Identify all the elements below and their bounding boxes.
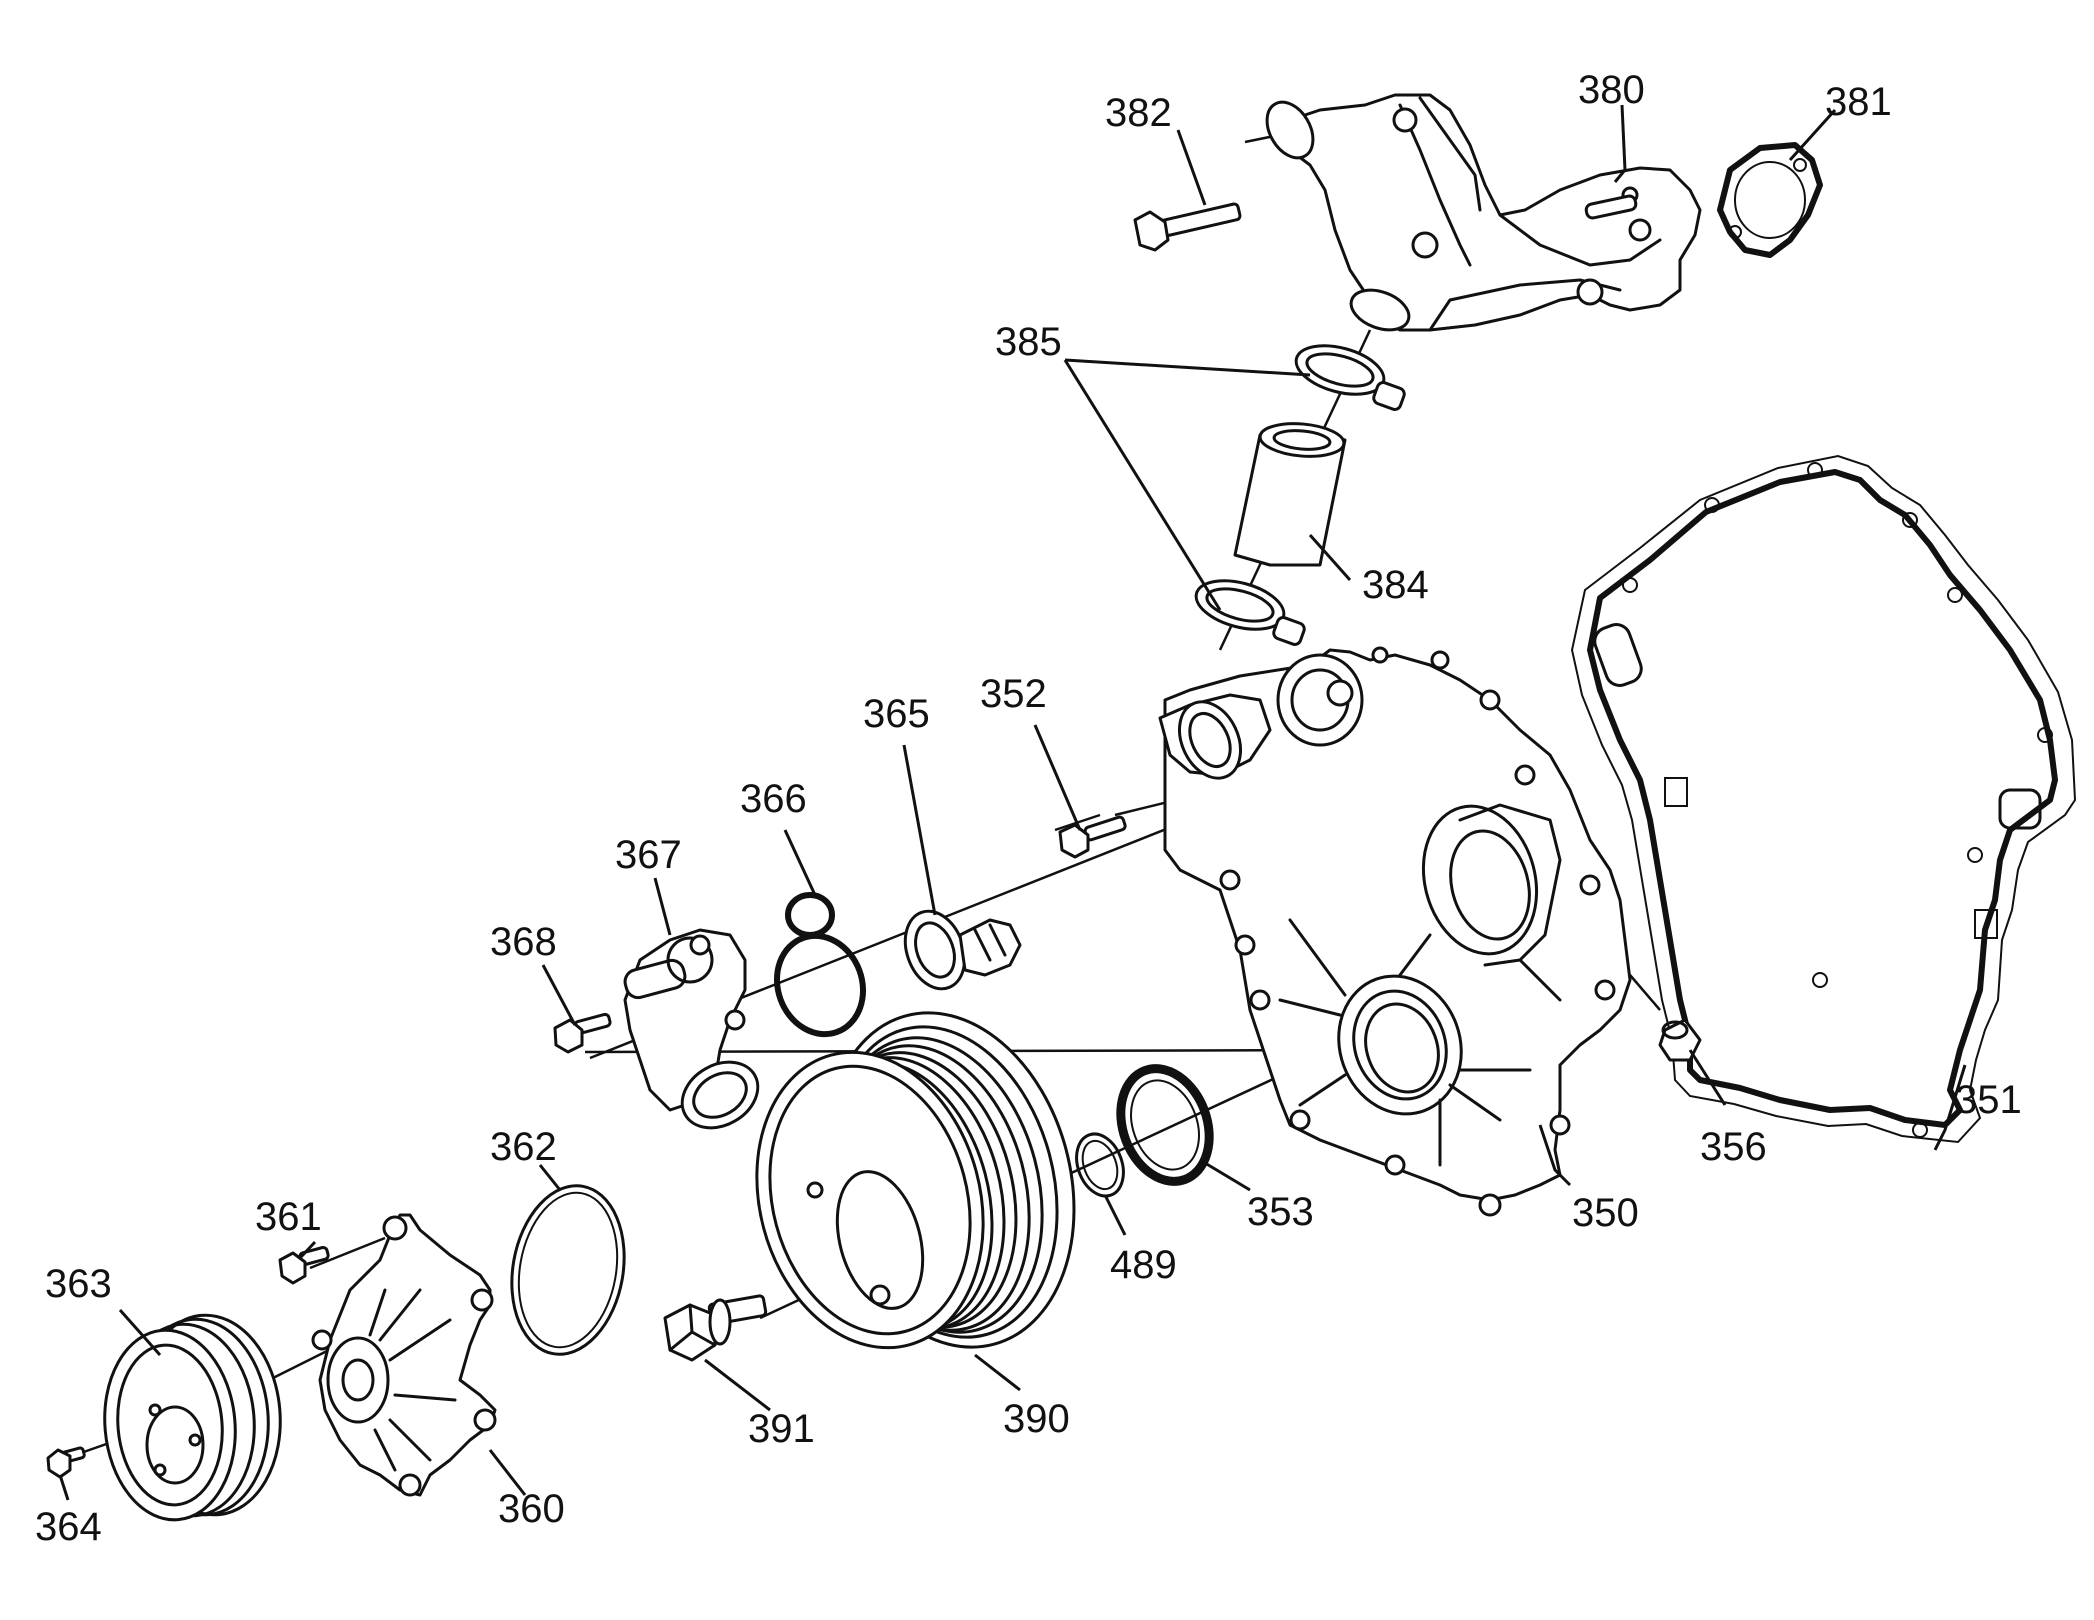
water-pump-pulley [103,1313,282,1522]
callout-350: 350 [1572,1191,1639,1235]
crossover-gasket [1717,142,1823,258]
callout-363: 363 [45,1262,112,1306]
crankshaft-balancer [755,1011,1076,1350]
water-pump-gasket [510,1184,626,1356]
water-crossover-housing [1265,93,1702,332]
leader-lines [58,104,1967,1501]
callout-352: 352 [980,672,1047,716]
crankshaft-front-seal [1116,1064,1214,1186]
callout-365: 365 [863,692,930,736]
callout-366: 366 [740,777,807,821]
callout-391: 391 [748,1407,815,1451]
balancer-bolt [663,1294,768,1362]
callout-367: 367 [615,833,682,877]
callout-360: 360 [498,1487,565,1531]
o-ring [1075,1132,1125,1198]
water-pump [311,1213,497,1497]
callout-labels: 382 380 381 385 384 352 365 366 367 368 … [35,68,2022,1549]
callout-368: 368 [490,920,557,964]
pulley-bolt [46,1446,86,1479]
thermostat-bolt [1058,815,1127,859]
callout-356: 356 [1700,1125,1767,1169]
thermostat [903,909,1022,991]
callout-364: 364 [35,1505,102,1549]
callout-351: 351 [1955,1078,2022,1122]
coolant-hose [1233,422,1347,567]
callout-382: 382 [1105,91,1172,135]
callout-353: 353 [1247,1190,1314,1234]
upper-hose-clamp [1294,344,1406,411]
front-cover-gasket [1570,454,2077,1144]
callout-362: 362 [490,1125,557,1169]
lower-hose-clamp [1194,579,1306,646]
callout-380: 380 [1578,68,1645,112]
callout-361: 361 [255,1195,322,1239]
thermostat-housing [623,928,760,1130]
callout-384: 384 [1362,563,1429,607]
callout-390: 390 [1003,1397,1070,1441]
callout-489: 489 [1110,1243,1177,1287]
crossover-bolt [1133,202,1242,252]
callout-381: 381 [1825,80,1892,124]
thermostat-seal [773,892,867,1038]
engine-front-cover [1158,646,1632,1217]
callout-385: 385 [995,320,1062,364]
thermostat-housing-bolt [553,1012,612,1054]
